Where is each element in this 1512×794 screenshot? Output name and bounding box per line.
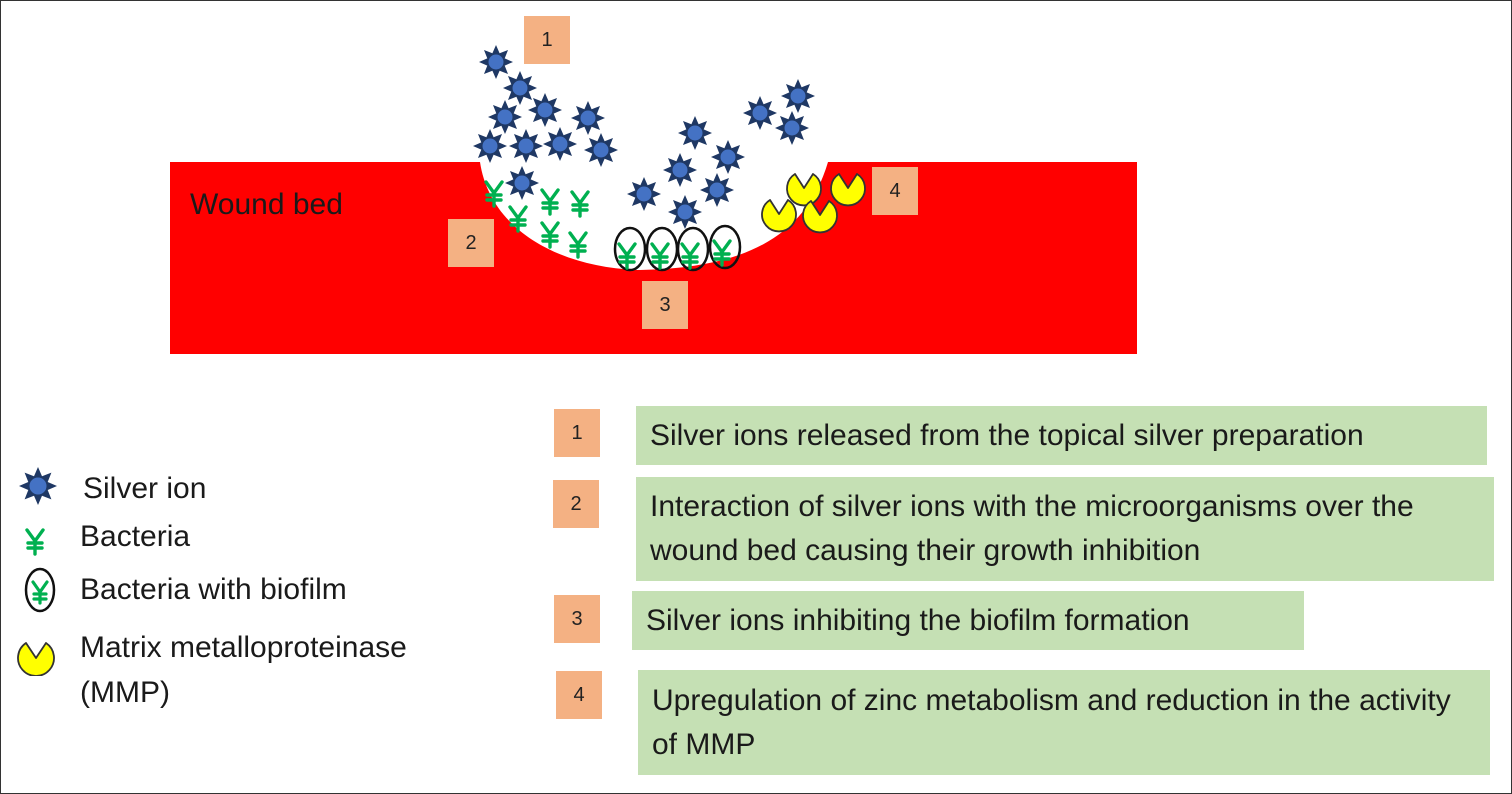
- bacteria-icon: [570, 190, 590, 218]
- silver-ion-icon: [774, 110, 810, 146]
- marker-4: 4: [872, 167, 918, 215]
- silver-ion-icon: [699, 172, 735, 208]
- legend-bacteria-label: Bacteria: [80, 520, 191, 553]
- marker-1: 1: [524, 16, 570, 64]
- step-1-number: 1: [554, 409, 600, 457]
- step-1-text: Silver ions released from the topical si…: [636, 406, 1487, 465]
- step-4-number: 4: [556, 671, 602, 719]
- step-3-text: Silver ions inhibiting the biofilm forma…: [632, 591, 1304, 650]
- silver-ion-icon: [504, 165, 540, 201]
- wound-bed-label: Wound bed: [190, 188, 343, 221]
- silver-ion-icon: [19, 467, 57, 505]
- silver-ions-cluster: [472, 44, 816, 230]
- mmp-icon: [17, 642, 55, 676]
- bacteria-icon: [650, 242, 670, 270]
- bacteria-icon: [540, 188, 560, 216]
- silver-ion-icon: [626, 176, 662, 212]
- silver-ion-icon: [502, 70, 538, 106]
- marker-3: 3: [642, 281, 688, 329]
- silver-ion-icon: [542, 126, 578, 162]
- bacteria-icon: [540, 221, 560, 249]
- silver-ion-icon: [662, 152, 698, 188]
- step-4-text: Upregulation of zinc metabolism and redu…: [638, 670, 1490, 775]
- silver-ion-icon: [472, 128, 508, 164]
- silver-ion-icon: [667, 194, 703, 230]
- mmp-icon: [761, 199, 797, 233]
- legend-mmp-abbrev: (MMP): [80, 676, 170, 709]
- silver-ion-icon: [583, 132, 619, 168]
- legend-silver-ion-label: Silver ion: [83, 472, 207, 505]
- silver-ion-icon: [527, 92, 563, 128]
- bacteria-icon: [568, 231, 588, 259]
- mmp-icon: [786, 173, 822, 207]
- legend-mmp-label: Matrix metalloproteinase: [80, 631, 407, 664]
- bacteria-icon: [25, 528, 45, 556]
- biofilm-icon: [645, 226, 679, 272]
- silver-ion-icon: [677, 115, 713, 151]
- silver-ion-icon: [780, 78, 816, 114]
- step-3-number: 3: [554, 595, 600, 643]
- legend-biofilm-label: Bacteria with biofilm: [80, 573, 347, 606]
- silver-ion-icon: [508, 128, 544, 164]
- silver-ion-icon: [742, 95, 778, 131]
- step-2-text: Interaction of silver ions with the micr…: [636, 477, 1494, 581]
- silver-ion-icon: [487, 99, 523, 135]
- silver-ion-icon: [570, 100, 606, 136]
- step-2-number: 2: [553, 480, 599, 528]
- biofilm-cluster: [613, 224, 742, 272]
- marker-2: 2: [448, 219, 494, 267]
- silver-ion-icon: [478, 44, 514, 80]
- silver-ion-icon: [710, 139, 746, 175]
- biofilm-icon: [24, 567, 56, 613]
